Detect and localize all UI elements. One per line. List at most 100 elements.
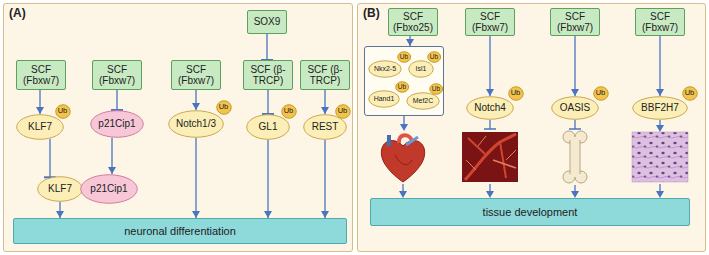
protein-ellipse: p21Cip1: [80, 174, 138, 204]
outline-ellipse: [552, 97, 599, 120]
arrowhead: [656, 89, 664, 96]
node-text: tissue development: [483, 206, 578, 219]
panel-frame: (B)SCF (Fbxo25)SCF (Fbxw7)SCF (Fbxw7)SCF…: [357, 3, 706, 252]
arrowhead: [571, 89, 579, 96]
node-text: Ub: [432, 85, 440, 92]
complex-box: SCF (Fbxw7): [465, 8, 515, 36]
outline-ellipse: [633, 97, 688, 120]
arrowhead: [192, 103, 200, 110]
arrow-line: [659, 184, 660, 192]
outline-ellipse: [55, 105, 69, 119]
node-text: OASIS: [560, 102, 591, 114]
complex-box: SOX9: [247, 10, 287, 34]
ubiquitin-tag: Ub: [397, 51, 411, 63]
outline-ellipse: [467, 97, 514, 120]
node-text: Ub: [398, 83, 406, 90]
node-text: REST: [312, 121, 339, 133]
inhibition-connector: [49, 139, 50, 177]
protein-ellipse: KLF7: [37, 176, 83, 202]
bone-outline: [570, 140, 580, 174]
connector-group: [56, 202, 64, 218]
connector-group: [192, 90, 200, 110]
vena-cava: [387, 135, 391, 146]
node-text: SCF (Fbxw7): [172, 64, 220, 87]
outline-ellipse: [428, 52, 441, 63]
outline-ellipse: [169, 111, 224, 138]
protein-ellipse: KLF7: [16, 114, 64, 140]
panel-ground: [3, 3, 353, 252]
node-text: SOX9: [254, 16, 281, 28]
outline-ellipse: [398, 52, 411, 63]
node-text: SCF (Fbxw7): [551, 11, 599, 34]
node-text: SCF (Fbxw7): [636, 11, 684, 34]
outline-ellipse: [247, 115, 290, 140]
vessel: [465, 134, 516, 180]
arrow-line: [403, 116, 404, 124]
vessel-illustration: [462, 132, 518, 182]
ubiquitin-tag: Ub: [281, 104, 297, 119]
protein-ellipse: Mef2C: [406, 92, 440, 110]
activation-connector: [267, 140, 268, 218]
arrowhead: [321, 107, 329, 114]
complex-box: SCF (Fbxw7): [550, 8, 600, 36]
protein-ellipse: p21Cip1: [90, 110, 144, 138]
arrowhead: [56, 211, 64, 218]
protein-ellipse: OASIS: [551, 96, 599, 120]
outline-ellipse: [369, 91, 400, 108]
protein-ellipse: BBF2H7: [632, 96, 688, 120]
ubiquitin-tag: Ub: [216, 100, 232, 115]
group-box: Nkx2-5UbIsl1UbHand1UbMef2CUb: [364, 46, 444, 116]
node-text: SCF (Fbxw7): [466, 11, 514, 34]
inhibition-connector: [266, 34, 267, 60]
outline-ellipse: [335, 105, 349, 119]
ubiquitin-tag: Ub: [395, 81, 409, 93]
connector-group: [44, 139, 56, 177]
activation-connector: [324, 140, 325, 218]
connector-group: [321, 90, 329, 114]
outline-ellipse: [682, 87, 696, 101]
inhibition-line: [569, 120, 581, 129]
protein-ellipse: GL1: [246, 114, 290, 140]
activation-connector: [489, 36, 490, 96]
node-text: p21Cip1: [90, 183, 127, 195]
ubiquitin-tag: Ub: [55, 104, 71, 119]
node-text: BBF2H7: [641, 102, 679, 114]
protein-ellipse: Notch4: [466, 96, 514, 120]
arrowhead: [264, 211, 272, 218]
node-text: Ub: [511, 89, 521, 98]
connector-group: [486, 36, 494, 96]
complex-box: SCF (Fbxw7): [635, 8, 685, 36]
activation-connector: [659, 36, 660, 96]
arrowhead: [36, 107, 44, 114]
node-text: Mef2C: [413, 97, 434, 105]
complex-box: SCF (Fbxw7): [16, 60, 66, 90]
outline-ellipse: [593, 87, 607, 101]
arrow-line: [489, 184, 490, 192]
arrowhead: [108, 167, 116, 174]
node-text: Ub: [219, 103, 229, 112]
outline-ellipse: [17, 115, 64, 140]
activation-connector: [574, 36, 575, 96]
arrowhead: [400, 124, 408, 131]
arrowhead: [192, 211, 200, 218]
node-text: GL1: [259, 121, 278, 133]
arrowhead: [486, 191, 494, 198]
bone-shaft: [570, 137, 580, 177]
panel-ground: [357, 3, 706, 252]
arrow-line: [402, 184, 403, 192]
outline-ellipse: [304, 115, 347, 140]
outline-ellipse: [38, 177, 83, 202]
connector-group: [406, 36, 414, 46]
ubiquitin-tag: Ub: [427, 51, 441, 63]
heart-body: [381, 141, 424, 182]
node-text: KLF7: [48, 183, 72, 195]
connector-group: [192, 138, 200, 218]
node-text: p21Cip1: [98, 118, 135, 130]
arrow-line: [574, 185, 575, 192]
ubiquitin-tag: Ub: [593, 86, 609, 101]
outline-ellipse: [508, 87, 522, 101]
connector-group: [264, 140, 272, 218]
node-text: SCF (β-TRCP): [244, 64, 292, 87]
node-text: Ub: [430, 53, 438, 60]
connector-group: [656, 36, 664, 96]
